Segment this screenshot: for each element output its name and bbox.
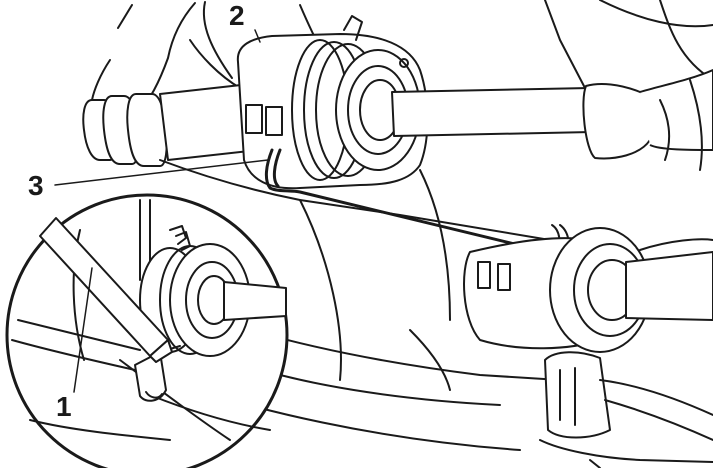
detail-inset — [5, 193, 289, 468]
inset-contents — [11, 199, 287, 441]
callout-label-2: 2 — [229, 0, 245, 31]
upper-right-shaft — [391, 69, 713, 171]
left-drive-shaft — [82, 83, 259, 167]
lower-right-joint — [463, 227, 713, 353]
callout-label-1: 1 — [56, 391, 72, 422]
leader-lines — [54, 29, 269, 393]
callout-label-3: 3 — [28, 170, 44, 201]
bottom-bracket — [539, 351, 713, 468]
